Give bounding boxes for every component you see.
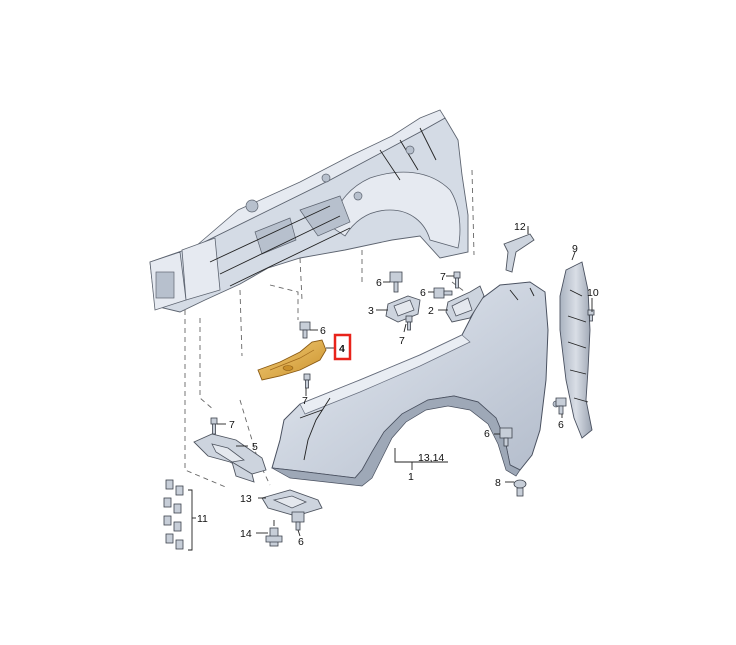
callout-2: 2 — [428, 305, 434, 317]
callout-11: 11 — [197, 513, 208, 525]
callout-7-left: 7 — [229, 419, 235, 431]
body-frame-structure — [149, 109, 469, 313]
callout-13: 13 — [240, 493, 252, 505]
callout-4-highlight-box — [333, 333, 352, 361]
callout-4: 4 — [339, 343, 345, 355]
callout-6-liner: 6 — [558, 419, 564, 431]
wheel-arch-liner — [559, 261, 593, 439]
callout-7-below-part-4: 7 — [302, 395, 308, 407]
callout-7-upper-right: 7 — [440, 271, 446, 283]
bracket-part-12 — [503, 228, 535, 273]
callout-6-upper-right: 6 — [420, 287, 426, 299]
callout-labels: 12 9 10 6 7 6 3 2 7 6 4 7 7 5 13,14 1 6 … — [197, 221, 599, 548]
bracket-part-3 — [385, 295, 421, 323]
stud-part-14 — [265, 520, 283, 547]
bracket-part-2 — [445, 285, 485, 323]
bracket-part-5 — [193, 433, 267, 483]
callout-6-bottom: 6 — [298, 536, 304, 548]
callout-3: 3 — [368, 305, 374, 317]
alignment-lines — [184, 169, 475, 489]
callout-14: 14 — [240, 528, 252, 540]
callout-10: 10 — [587, 287, 599, 299]
bracket-part-13 — [261, 489, 323, 517]
callout-7-middle: 7 — [399, 335, 405, 347]
fasteners — [210, 271, 595, 531]
highlighted-bracket-part-4 — [257, 339, 327, 381]
callout-6-near-part-4: 6 — [320, 325, 326, 337]
callout-6-fender-right: 6 — [484, 428, 490, 440]
callout-12: 12 — [514, 221, 526, 233]
callout-1: 1 — [408, 471, 414, 483]
clip-cluster-part-11 — [163, 479, 184, 550]
callout-8: 8 — [495, 477, 501, 489]
callout-9: 9 — [572, 243, 578, 255]
callout-5: 5 — [252, 441, 258, 453]
leader-lines — [188, 226, 593, 551]
callout-6-upper-left: 6 — [376, 277, 382, 289]
callout-13-14: 13,14 — [418, 452, 444, 464]
